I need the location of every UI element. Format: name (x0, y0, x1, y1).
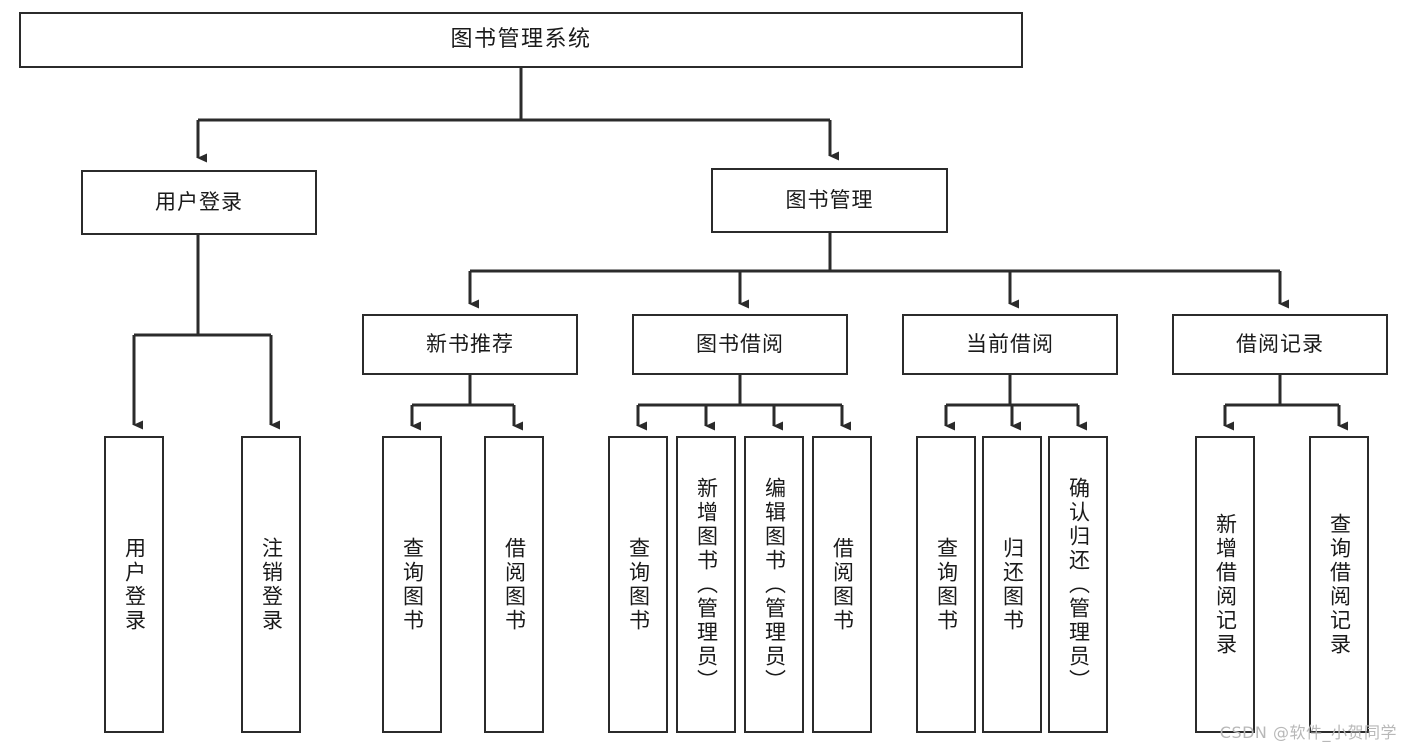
leaf-book-borrow-4-label: 借阅图书 (830, 536, 855, 633)
node-borrow-record[interactable]: 借阅记录 (1172, 314, 1388, 375)
leaf-current-borrow-3-label: 确认归还（管理员） (1066, 476, 1091, 693)
node-new-book-label: 新书推荐 (426, 332, 514, 357)
leaf-book-borrow-4[interactable]: 借阅图书 (812, 436, 872, 733)
leaf-current-borrow-1[interactable]: 查询图书 (916, 436, 976, 733)
leaf-book-borrow-2[interactable]: 新增图书（管理员） (676, 436, 736, 733)
leaf-borrow-record-1[interactable]: 新增借阅记录 (1195, 436, 1255, 733)
leaf-new-book-2-label: 借阅图书 (502, 536, 527, 633)
leaf-book-borrow-3-label: 编辑图书（管理员） (762, 476, 787, 693)
leaf-borrow-record-1-label: 新增借阅记录 (1213, 512, 1238, 657)
node-book-manage[interactable]: 图书管理 (711, 168, 948, 233)
leaf-new-book-1[interactable]: 查询图书 (382, 436, 442, 733)
leaf-borrow-record-2[interactable]: 查询借阅记录 (1309, 436, 1369, 733)
leaf-user-login-1[interactable]: 用户登录 (104, 436, 164, 733)
leaf-book-borrow-1-label: 查询图书 (626, 536, 651, 633)
leaf-current-borrow-2-label: 归还图书 (1000, 536, 1025, 633)
node-current-borrow-label: 当前借阅 (966, 332, 1054, 357)
node-current-borrow[interactable]: 当前借阅 (902, 314, 1118, 375)
leaf-current-borrow-2[interactable]: 归还图书 (982, 436, 1042, 733)
node-root-label: 图书管理系统 (450, 27, 592, 53)
node-user-login[interactable]: 用户登录 (81, 170, 317, 235)
node-root[interactable]: 图书管理系统 (19, 12, 1023, 68)
leaf-user-login-2-label: 注销登录 (259, 536, 284, 633)
node-book-borrow[interactable]: 图书借阅 (632, 314, 848, 375)
leaf-current-borrow-3[interactable]: 确认归还（管理员） (1048, 436, 1108, 733)
node-new-book[interactable]: 新书推荐 (362, 314, 578, 375)
node-borrow-record-label: 借阅记录 (1236, 332, 1324, 357)
leaf-borrow-record-2-label: 查询借阅记录 (1327, 512, 1352, 657)
leaf-current-borrow-1-label: 查询图书 (934, 536, 959, 633)
node-book-manage-label: 图书管理 (785, 188, 874, 213)
leaf-book-borrow-1[interactable]: 查询图书 (608, 436, 668, 733)
leaf-user-login-1-label: 用户登录 (122, 536, 147, 633)
leaf-new-book-1-label: 查询图书 (400, 536, 425, 633)
node-book-borrow-label: 图书借阅 (696, 332, 784, 357)
watermark: CSDN @软件_小贺同学 (1219, 723, 1397, 742)
leaf-book-borrow-2-label: 新增图书（管理员） (694, 476, 719, 693)
leaf-new-book-2[interactable]: 借阅图书 (484, 436, 544, 733)
node-user-login-label: 用户登录 (155, 190, 243, 215)
leaf-user-login-2[interactable]: 注销登录 (241, 436, 301, 733)
leaf-book-borrow-3[interactable]: 编辑图书（管理员） (744, 436, 804, 733)
